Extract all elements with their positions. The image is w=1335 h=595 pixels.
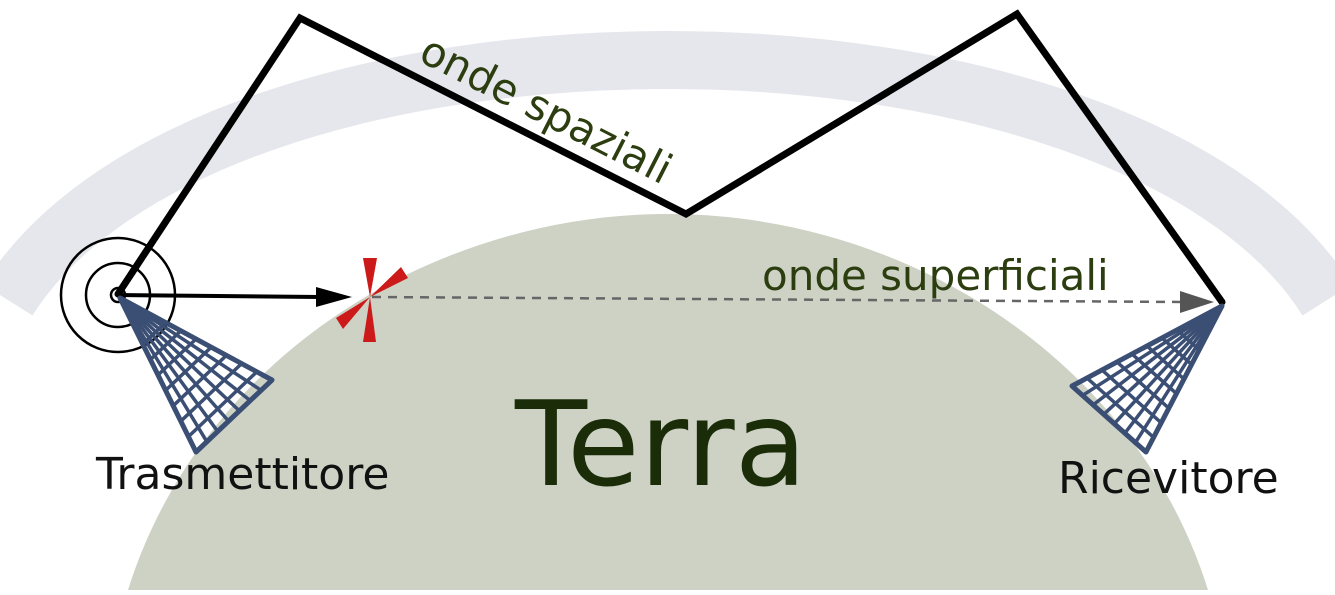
obstacle-burst-icon: [336, 258, 408, 342]
antenna-cross-line: [1085, 376, 1155, 439]
antenna-cross-line: [149, 329, 183, 361]
ground-wave-dashed-line: [371, 295, 1187, 304]
receiver-antenna-hatch: [1081, 304, 1224, 444]
antenna-cross-line: [1100, 368, 1163, 425]
antenna-cross-line: [164, 345, 213, 392]
antenna-cross-line: [1145, 344, 1186, 381]
antenna-cross-line: [179, 362, 243, 423]
antenna-cross-line: [1160, 336, 1193, 366]
receiver-label: Ricevitore: [1058, 453, 1279, 504]
antenna-cross-line: [187, 370, 259, 438]
earth-label: Terra: [514, 375, 807, 513]
antenna-cross-line: [171, 354, 228, 408]
antenna-cross-line: [1175, 328, 1201, 352]
sky-wave-path: [114, 9, 1226, 306]
transmitter-label: Trasmettitore: [95, 449, 389, 500]
antenna-cross-line: [141, 321, 167, 346]
arrowhead-icon: [1180, 291, 1214, 313]
ground-waves-label: onde superficiali: [762, 251, 1109, 300]
antenna-cross-line: [1130, 352, 1178, 395]
transmitter-antenna-hatch: [118, 296, 263, 443]
ionosphere-band: [0, 31, 1335, 316]
earth-shape: [128, 214, 1208, 590]
arrowhead-icon: [316, 287, 352, 307]
antenna-cross-line: [156, 337, 198, 377]
direct-wave-line: [119, 293, 321, 299]
radio-waves-icon: [59, 236, 177, 354]
antenna-cross-line: [1115, 360, 1170, 410]
